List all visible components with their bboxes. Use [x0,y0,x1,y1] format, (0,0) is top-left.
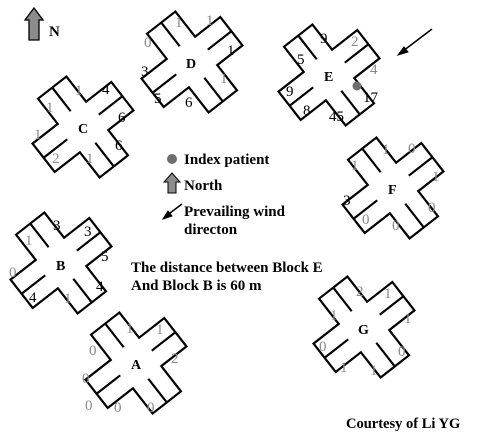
block-f-count: 1 [432,169,440,185]
block-d-count: 3 [141,64,149,80]
block-g-count: 1 [384,286,392,302]
block-c-count: 1 [46,100,54,116]
block-c-count: 1 [75,83,83,99]
block-c-count: 1 [34,127,42,143]
block-b-count: 0 [9,265,17,281]
block-g-label: G [358,323,369,338]
block-e-label: E [324,70,333,85]
block-a-count: 0 [85,398,93,414]
block-g-count: 2 [356,284,364,300]
block-e-count: 4 [370,62,378,78]
block-a-count: 0 [147,400,155,416]
block-a-label: A [131,358,142,373]
credit: Courtesy of Li YG [346,416,460,432]
legend-wind-line2: directon [184,222,238,238]
legend-index-patient: Index patient [184,152,269,168]
block-b-count: 1 [64,291,72,307]
block-f-label: F [388,183,397,198]
distance-note-line1: The distance between Block E [131,260,323,276]
block-d-count: 1 [227,43,235,59]
block-g-count: 0 [398,344,406,360]
block-a-count: 0 [114,400,122,416]
block-e-count: 5 [297,52,305,68]
block-g-count: 0 [319,339,327,355]
block-d-count: 1 [206,13,214,29]
block-g-count: 1 [404,311,412,327]
block-b-count: 4 [96,279,104,295]
block-d-label: D [186,57,196,72]
block-b [0,191,133,335]
block-d-count: 5 [154,91,162,107]
block-e-count: 45 [329,109,344,125]
block-a-count: 0 [82,371,90,387]
block-f-count: 0 [392,218,400,234]
legend: Index patient North Prevailing wind dire… [161,152,286,238]
block-g-count: 1 [330,308,338,324]
block-e-count: 17 [363,90,379,106]
block-d-count: 1 [220,71,228,87]
block-f-count: 0 [362,212,370,228]
block-c-count: 6 [118,110,126,126]
block-f-count: 3 [343,193,351,209]
block-f-count: 0 [408,141,416,157]
block-c-label: C [78,122,88,137]
block-c-count: 2 [52,151,60,167]
block-c-count: 1 [86,151,94,167]
block-f-count: 0 [428,200,436,216]
block-d-count: 0 [144,35,152,51]
block-e-count: 2 [351,34,359,50]
legend-north: North [184,178,223,194]
block-d-count: 6 [185,95,193,111]
block-a-count: 1 [126,321,134,337]
block-a-count: 2 [171,351,179,367]
block-b-count: 4 [29,290,37,306]
block-f-count: 1 [382,142,390,158]
north-arrow-icon [23,6,45,41]
block-a-count: 0 [89,343,97,359]
block-b-count: 3 [84,224,92,240]
block-g-count: 1 [340,360,348,376]
block-f-count: 1 [351,158,359,174]
block-c-count: 6 [115,138,123,154]
block-e-count: 9 [286,84,294,100]
north-legend-icon [162,172,182,194]
block-e-count: 8 [303,103,311,119]
block-b-label: B [56,259,65,274]
index-patient-legend-icon [167,154,177,164]
block-e-count: 9 [320,31,328,47]
block-c-count: 4 [102,82,110,98]
block-b-count: 5 [101,249,109,265]
legend-wind-line1: Prevailing wind [184,204,286,220]
wind-legend-icon [161,203,183,220]
distance-note-line2: And Block B is 60 m [131,278,262,294]
block-b-count: 1 [25,233,33,249]
block-b-count: 3 [53,218,61,234]
block-g-count: 1 [370,363,378,379]
north-label: N [49,24,60,40]
block-a-count: 1 [156,322,164,338]
wind-arrow-icon [396,28,433,56]
block-d-count: 1 [175,15,183,31]
index-patient-marker [352,81,362,91]
